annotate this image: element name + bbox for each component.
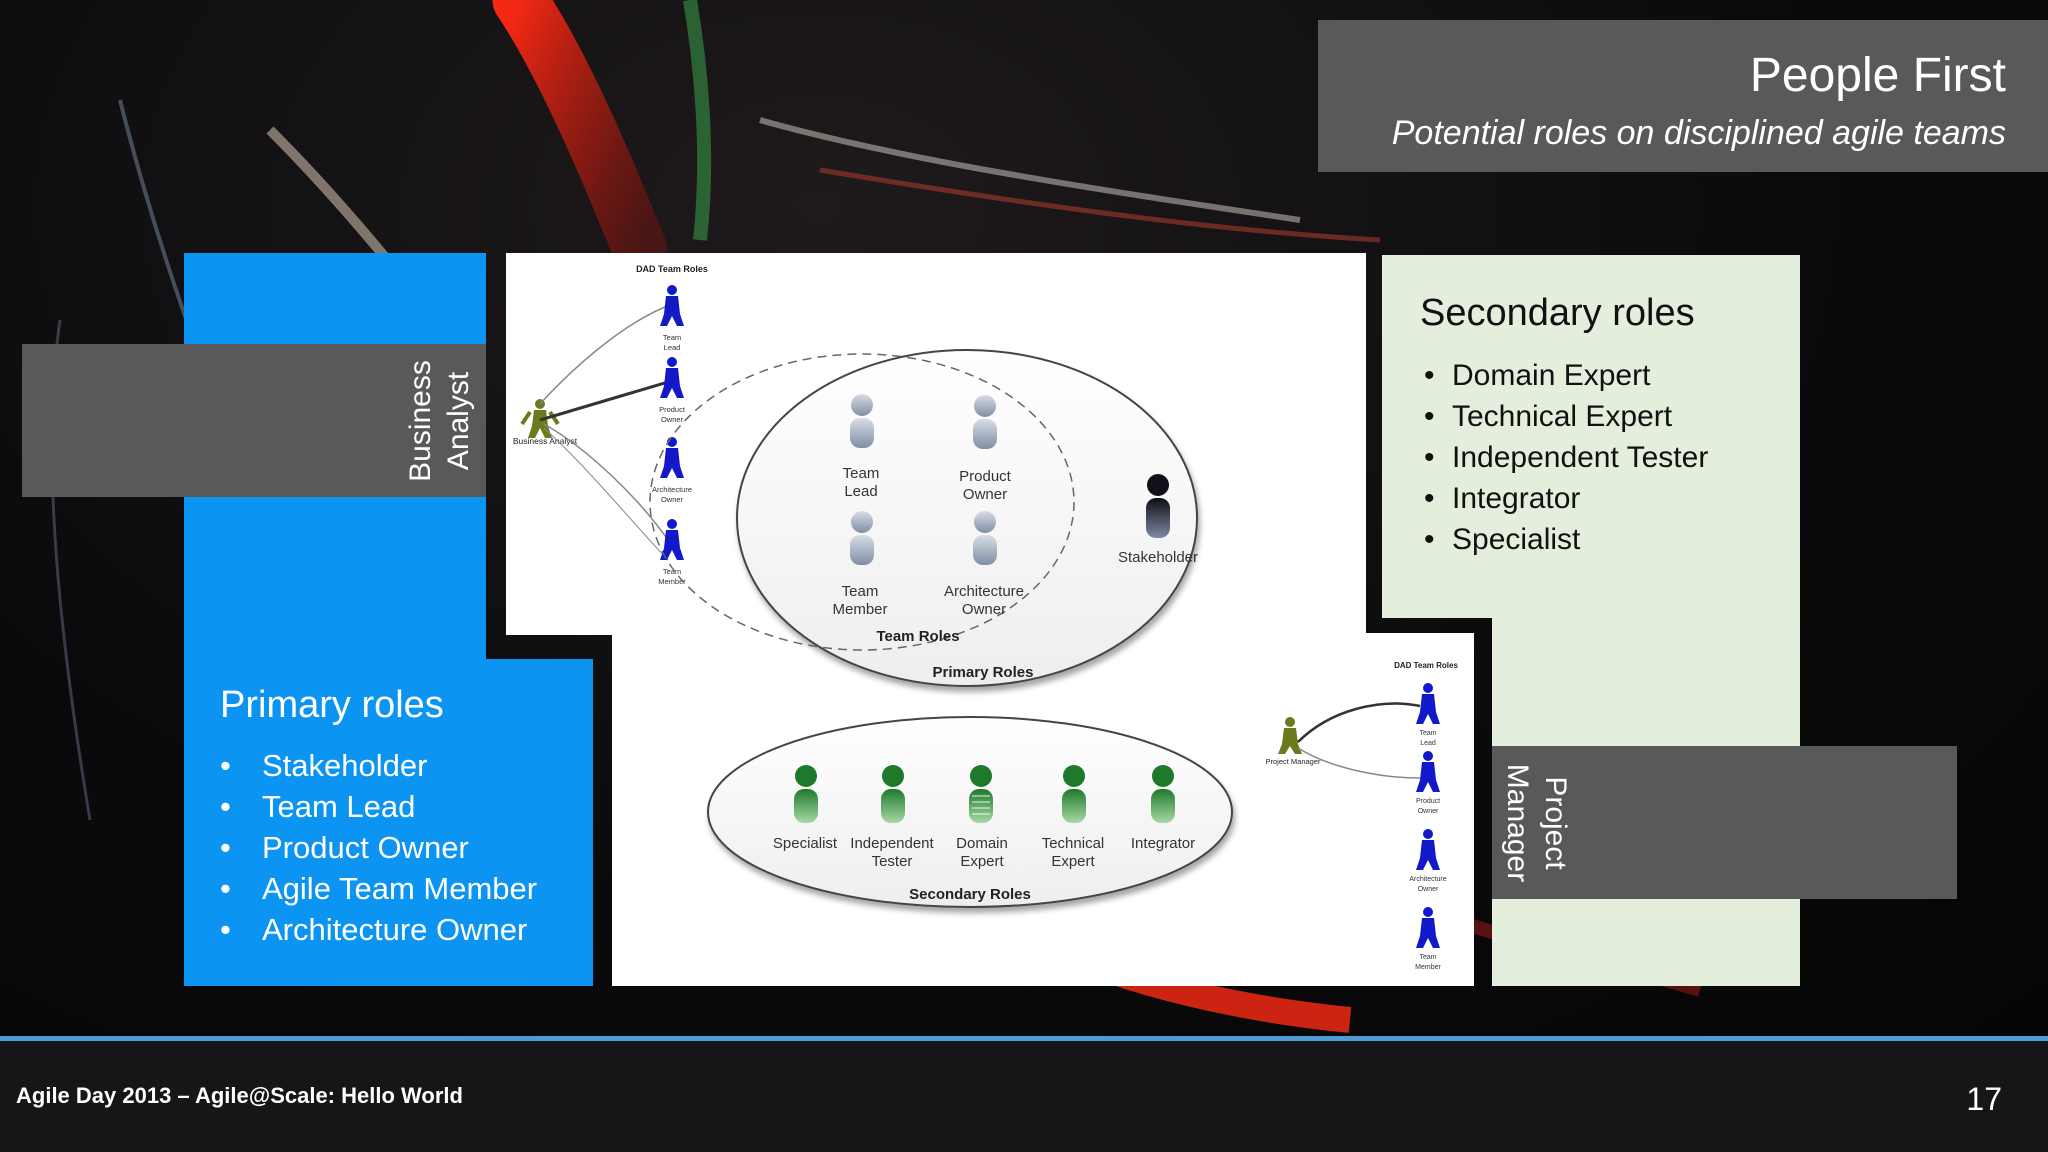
- project-manager-label: Project Manager: [1496, 746, 1576, 899]
- pm-product-owner-mini-actor: [1416, 751, 1440, 792]
- integrator-label: Integrator: [1131, 835, 1195, 852]
- technical-expert-figure: [1062, 765, 1086, 823]
- specialist-label: Specialist: [773, 835, 838, 852]
- mini-role-label: Architecture: [652, 485, 692, 494]
- pm-mini-role-label: Team: [1419, 954, 1436, 961]
- secondary-roles-heading: Secondary roles: [1420, 292, 1695, 334]
- pm-mini-role-label: Architecture: [1409, 876, 1446, 883]
- primary-roles-list-box: Primary roles Stakeholder Team Lead Prod…: [220, 684, 537, 950]
- stakeholder-label: Stakeholder: [1118, 549, 1198, 566]
- product-owner-figure: [973, 395, 997, 449]
- business-analyst-label-line2: Analyst: [442, 371, 476, 470]
- footer: Agile Day 2013 – Agile@Scale: Hello Worl…: [0, 1041, 2048, 1152]
- pm-team-lead-mini-actor: [1416, 683, 1440, 724]
- list-item: Specialist: [1420, 519, 1708, 560]
- business-analyst-actor-label: Business Analyst: [513, 436, 578, 446]
- mini-role-label: Member: [658, 577, 686, 586]
- product-owner-mini-actor: [660, 357, 684, 398]
- business-analyst-label-line1: Business: [404, 359, 438, 482]
- pm-architecture-owner-mini-actor: [1416, 829, 1440, 870]
- integrator-figure: [1151, 765, 1175, 823]
- independent-tester-figure: [881, 765, 905, 823]
- mini-role-label: Owner: [661, 495, 684, 504]
- mini-role-label: Lead: [664, 343, 681, 352]
- primary-roles-ellipse: [736, 349, 1198, 687]
- pm-mini-role-label: Owner: [1418, 886, 1439, 893]
- primary-roles-heading: Primary roles: [220, 684, 444, 726]
- project-manager-actor: [1278, 717, 1302, 754]
- pm-mini-role-label: Lead: [1420, 740, 1436, 747]
- technical-expert-label: Technical: [1042, 835, 1105, 852]
- list-item: Domain Expert: [1420, 355, 1708, 396]
- title-box: People First Potential roles on discipli…: [1318, 20, 2048, 172]
- product-owner-label-2: Owner: [963, 486, 1007, 503]
- project-manager-actor-label: Project Manager: [1265, 757, 1321, 766]
- pm-dad-team-roles-title: DAD Team Roles: [1394, 661, 1458, 670]
- primary-roles-list: Stakeholder Team Lead Product Owner Agil…: [220, 745, 537, 950]
- team-member-figure: [850, 511, 874, 565]
- product-owner-label: Product: [959, 468, 1012, 485]
- list-item: Team Lead: [220, 786, 537, 827]
- mini-role-label: Product: [659, 405, 686, 414]
- architecture-owner-label: Architecture: [944, 583, 1024, 600]
- secondary-roles-list-box: Secondary roles Domain Expert Technical …: [1420, 292, 1708, 560]
- pm-team-member-mini-actor: [1416, 907, 1440, 948]
- mini-role-label: Team: [663, 567, 681, 576]
- team-member-label: Team: [842, 583, 879, 600]
- team-member-mini-actor: [660, 519, 684, 560]
- business-analyst-band: [22, 344, 486, 497]
- list-item: Architecture Owner: [220, 909, 537, 950]
- pm-mini-role-label: Member: [1415, 964, 1441, 971]
- list-item: Integrator: [1420, 478, 1708, 519]
- independent-tester-label: Independent: [850, 835, 934, 852]
- domain-expert-label: Domain: [956, 835, 1008, 852]
- list-item: Stakeholder: [220, 745, 537, 786]
- pm-mini-role-label: Product: [1416, 798, 1440, 805]
- pm-mini-role-label: Team: [1419, 730, 1436, 737]
- domain-expert-label-2: Expert: [960, 853, 1004, 870]
- specialist-figure: [794, 765, 818, 823]
- dad-team-roles-title: DAD Team Roles: [636, 264, 708, 274]
- project-manager-label-line2: Manager: [1501, 763, 1534, 882]
- architecture-owner-label-2: Owner: [962, 601, 1006, 618]
- slide-title: People First: [1749, 49, 2006, 102]
- list-item: Independent Tester: [1420, 437, 1708, 478]
- architecture-owner-figure: [973, 511, 997, 565]
- domain-expert-figure: [969, 765, 993, 823]
- team-roles-caption: Team Roles: [876, 628, 959, 645]
- team-lead-figure: [850, 394, 874, 448]
- list-item: Agile Team Member: [220, 868, 537, 909]
- mini-role-label: Team: [663, 333, 681, 342]
- team-roles-ellipse: [649, 353, 1075, 651]
- footer-rule: [0, 1036, 2048, 1041]
- team-member-label-2: Member: [832, 601, 887, 618]
- stakeholder-figure: [1146, 474, 1170, 538]
- list-item: Technical Expert: [1420, 396, 1708, 437]
- business-analyst-label: Business Analyst: [400, 344, 480, 497]
- team-lead-mini-actor: [660, 285, 684, 326]
- secondary-roles-list: Domain Expert Technical Expert Independe…: [1420, 355, 1708, 560]
- pm-mini-role-label: Owner: [1418, 808, 1439, 815]
- slide-subtitle: Potential roles on disciplined agile tea…: [1391, 114, 2006, 152]
- page-number: 17: [1966, 1081, 2002, 1117]
- technical-expert-label-2: Expert: [1051, 853, 1095, 870]
- mini-role-label: Owner: [661, 415, 684, 424]
- footer-text: Agile Day 2013 – Agile@Scale: Hello Worl…: [16, 1083, 463, 1108]
- project-manager-label-line1: Project: [1539, 775, 1572, 870]
- team-lead-label-2: Lead: [844, 483, 877, 500]
- secondary-roles-caption: Secondary Roles: [909, 886, 1031, 903]
- independent-tester-label-2: Tester: [872, 853, 913, 870]
- primary-roles-caption: Primary Roles: [933, 664, 1034, 681]
- team-lead-label: Team: [843, 465, 880, 482]
- list-item: Product Owner: [220, 827, 537, 868]
- project-manager-band: [1492, 746, 1957, 899]
